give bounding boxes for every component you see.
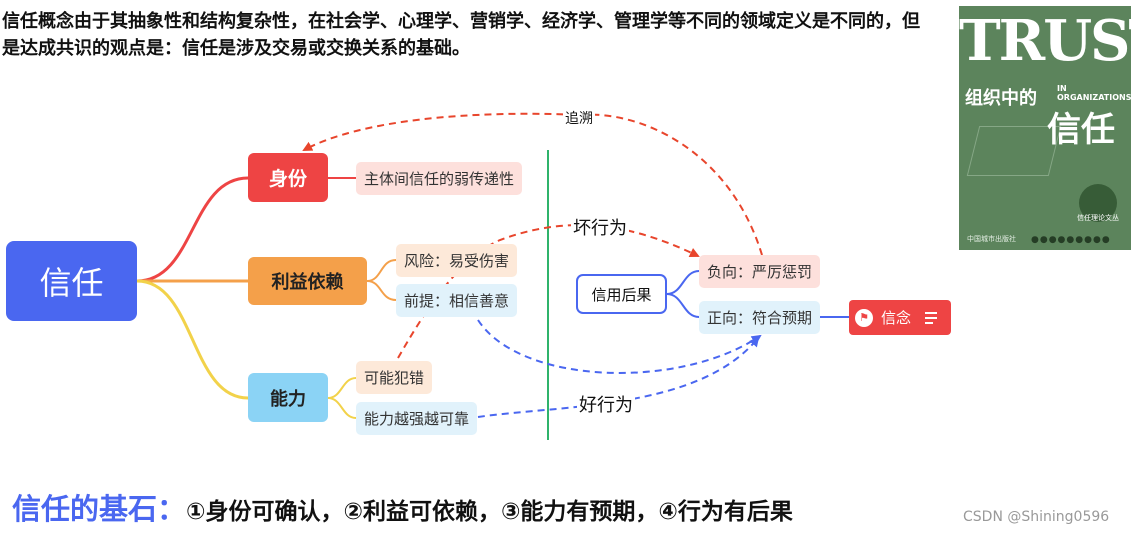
edge-root-ability: [136, 279, 249, 400]
cover-title-cn-large: 信任: [1047, 110, 1115, 150]
edge-interest-premise: [366, 280, 397, 301]
edge-root-identity: [136, 176, 249, 283]
edge-label-good-behavior: 好行为: [577, 391, 635, 417]
flag-icon: ⚑: [855, 308, 873, 327]
cover-title-en: TRUST: [959, 8, 1131, 74]
leaf-weak-transitivity[interactable]: 主体间信任的弱传递性: [356, 162, 523, 195]
belief-label: 信念: [881, 309, 912, 327]
leaf-may-err[interactable]: 可能犯错: [356, 361, 433, 394]
cover-title-cn-small: 组织中的: [965, 88, 1037, 109]
leaf-positive-expectation[interactable]: 正向：符合预期: [699, 301, 821, 334]
cover-dots: ●●●●●●●●●: [1031, 235, 1111, 245]
cover-subtitle-en: IN ORGANIZATIONS: [1057, 84, 1131, 102]
leaf-stronger-ability[interactable]: 能力越强越可靠: [356, 402, 478, 435]
leaf-negative-punishment[interactable]: 负向：严厉惩罚: [699, 255, 821, 288]
edge-label-bad-behavior: 坏行为: [571, 214, 629, 240]
root-node-trust[interactable]: 信任: [6, 241, 137, 321]
cover-circle-decoration: [1079, 184, 1117, 222]
edge-label-trace: 追溯: [563, 108, 595, 128]
summary-body: ①身份可确认，②利益可依赖，③能力有预期，④行为有后果: [186, 499, 793, 525]
edge-ability-err: [327, 377, 357, 399]
edge-ability-strong: [327, 397, 357, 419]
watermark: CSDN @Shining0596: [963, 509, 1110, 525]
edge-trace: [302, 112, 763, 256]
branch-identity[interactable]: 身份: [248, 153, 328, 202]
cover-series: 信任理论文丛: [1077, 214, 1119, 222]
book-cover-image: TRUST 组织中的 IN ORGANIZATIONS 信任 信任理论文丛 中国…: [959, 6, 1131, 250]
intro-paragraph: 信任概念由于其抽象性和结构复杂性，在社会学、心理学、营销学、经济学、管理学等不同…: [2, 11, 920, 59]
node-credit-consequence[interactable]: 信用后果: [576, 274, 667, 314]
branch-interest-dependence[interactable]: 利益依赖: [248, 257, 367, 305]
edge-credit-positive: [666, 293, 700, 318]
cover-publisher: 中国城市出版社: [967, 235, 1016, 243]
bottom-summary: 信任的基石：①身份可确认，②利益可依赖，③能力有预期，④行为有后果: [12, 486, 793, 528]
edge-credit-negative: [666, 270, 700, 295]
branch-ability[interactable]: 能力: [248, 373, 328, 422]
node-belief[interactable]: ⚑ 信念: [849, 300, 951, 335]
edge-interest-risk: [366, 259, 397, 282]
leaf-premise[interactable]: 前提：相信善意: [396, 284, 518, 317]
edge-good-behavior-1: [477, 319, 762, 374]
menu-icon[interactable]: [925, 311, 938, 324]
leaf-risk[interactable]: 风险：易受伤害: [396, 244, 518, 277]
summary-heading: 信任的基石：: [12, 492, 187, 526]
